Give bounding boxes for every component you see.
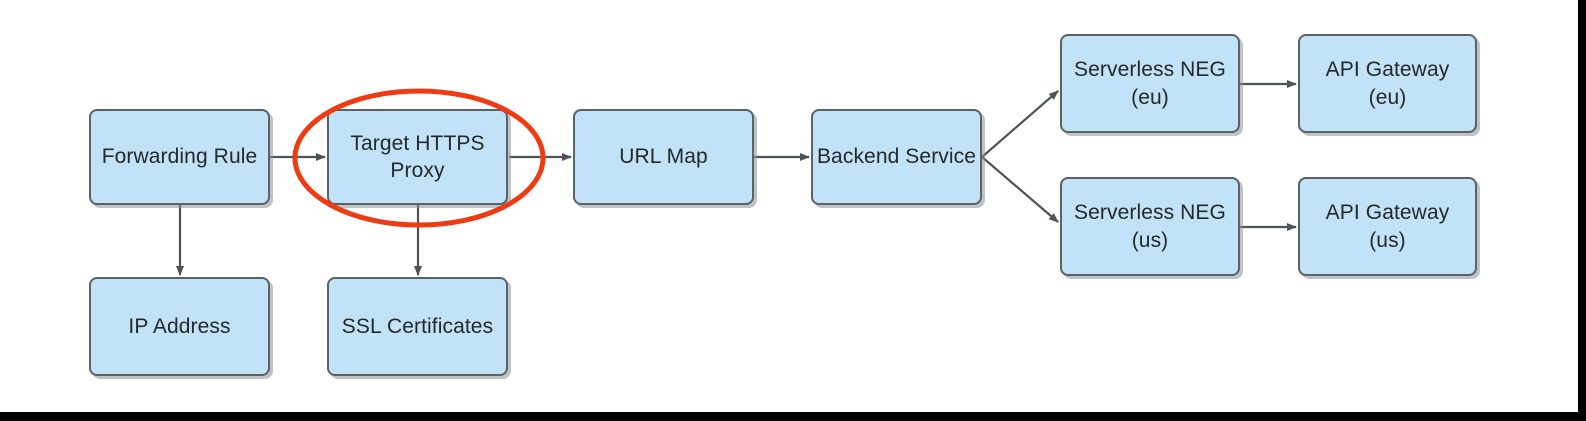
node-ip-address[interactable]: IP Address (89, 277, 270, 376)
edge-backend-service-to-serverless-neg-eu (981, 90, 1059, 158)
node-backend-service[interactable]: Backend Service (811, 109, 982, 205)
window-bottom-border (0, 412, 1586, 421)
node-api-gateway-us[interactable]: API Gateway (us) (1298, 177, 1477, 276)
window-right-border (1578, 0, 1586, 421)
edge-backend-service-to-serverless-neg-us (981, 156, 1059, 223)
node-target-https-proxy[interactable]: Target HTTPS Proxy (327, 109, 508, 205)
node-ssl-certificates[interactable]: SSL Certificates (327, 277, 508, 376)
node-serverless-neg-us[interactable]: Serverless NEG (us) (1060, 177, 1240, 276)
node-forwarding-rule[interactable]: Forwarding Rule (89, 109, 270, 205)
node-api-gateway-eu[interactable]: API Gateway (eu) (1298, 34, 1477, 133)
node-serverless-neg-eu[interactable]: Serverless NEG (eu) (1060, 34, 1240, 133)
node-url-map[interactable]: URL Map (573, 109, 754, 205)
